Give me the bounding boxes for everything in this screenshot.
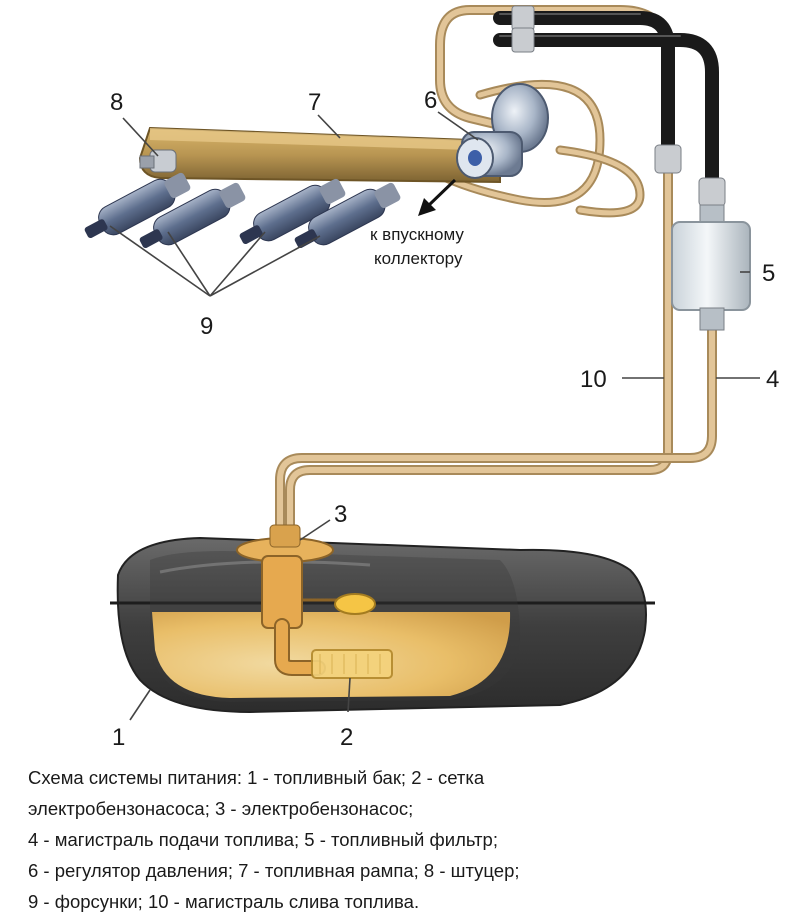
caption-line-4: 6 - регулятор давления; 7 - топливная ра… [28, 860, 520, 881]
fuel-pump [236, 524, 376, 676]
caption-line-3: 4 - магистраль подачи топлива; 5 - топли… [28, 829, 498, 850]
caption-line-5: 9 - форсунки; 10 - магистраль слива топл… [28, 891, 420, 912]
caption-line-2: электробензонасоса; 3 - электробензонасо… [28, 798, 414, 819]
label-9: 9 [200, 313, 213, 340]
pressure-regulator [456, 83, 549, 179]
injector-4 [294, 182, 401, 249]
label-2: 2 [340, 724, 353, 750]
label-5: 5 [762, 260, 775, 287]
regulator-tube-loop [435, 79, 645, 218]
fuel-system-diagram: 8 7 6 5 10 4 3 9 1 2 к впускному коллект… [84, 5, 779, 750]
label-10: 10 [580, 366, 607, 393]
fuel-tank [110, 536, 655, 714]
label-4: 4 [766, 366, 779, 393]
label-8: 8 [110, 89, 123, 116]
fuel-rail [138, 126, 501, 184]
label-1: 1 [112, 724, 125, 750]
arrow-text-line1: к впускному [370, 225, 464, 244]
injector-1 [84, 172, 191, 239]
return-line [285, 5, 673, 533]
intake-arrow-icon [418, 178, 457, 216]
leader-lines [109, 111, 760, 721]
injector-2 [139, 182, 246, 249]
injectors [84, 172, 401, 249]
supply-line [275, 325, 717, 533]
diagram-caption: Схема системы питания: 1 - топливный бак… [28, 762, 788, 917]
label-3: 3 [334, 501, 347, 528]
injector-3 [239, 178, 346, 245]
arrow-text-line2: коллектору [374, 249, 463, 268]
label-7: 7 [308, 89, 321, 116]
pump-mesh [311, 649, 393, 679]
label-6: 6 [424, 87, 437, 114]
fuel-filter [671, 204, 751, 331]
caption-line-1: Схема системы питания: 1 - топливный бак… [28, 767, 485, 788]
